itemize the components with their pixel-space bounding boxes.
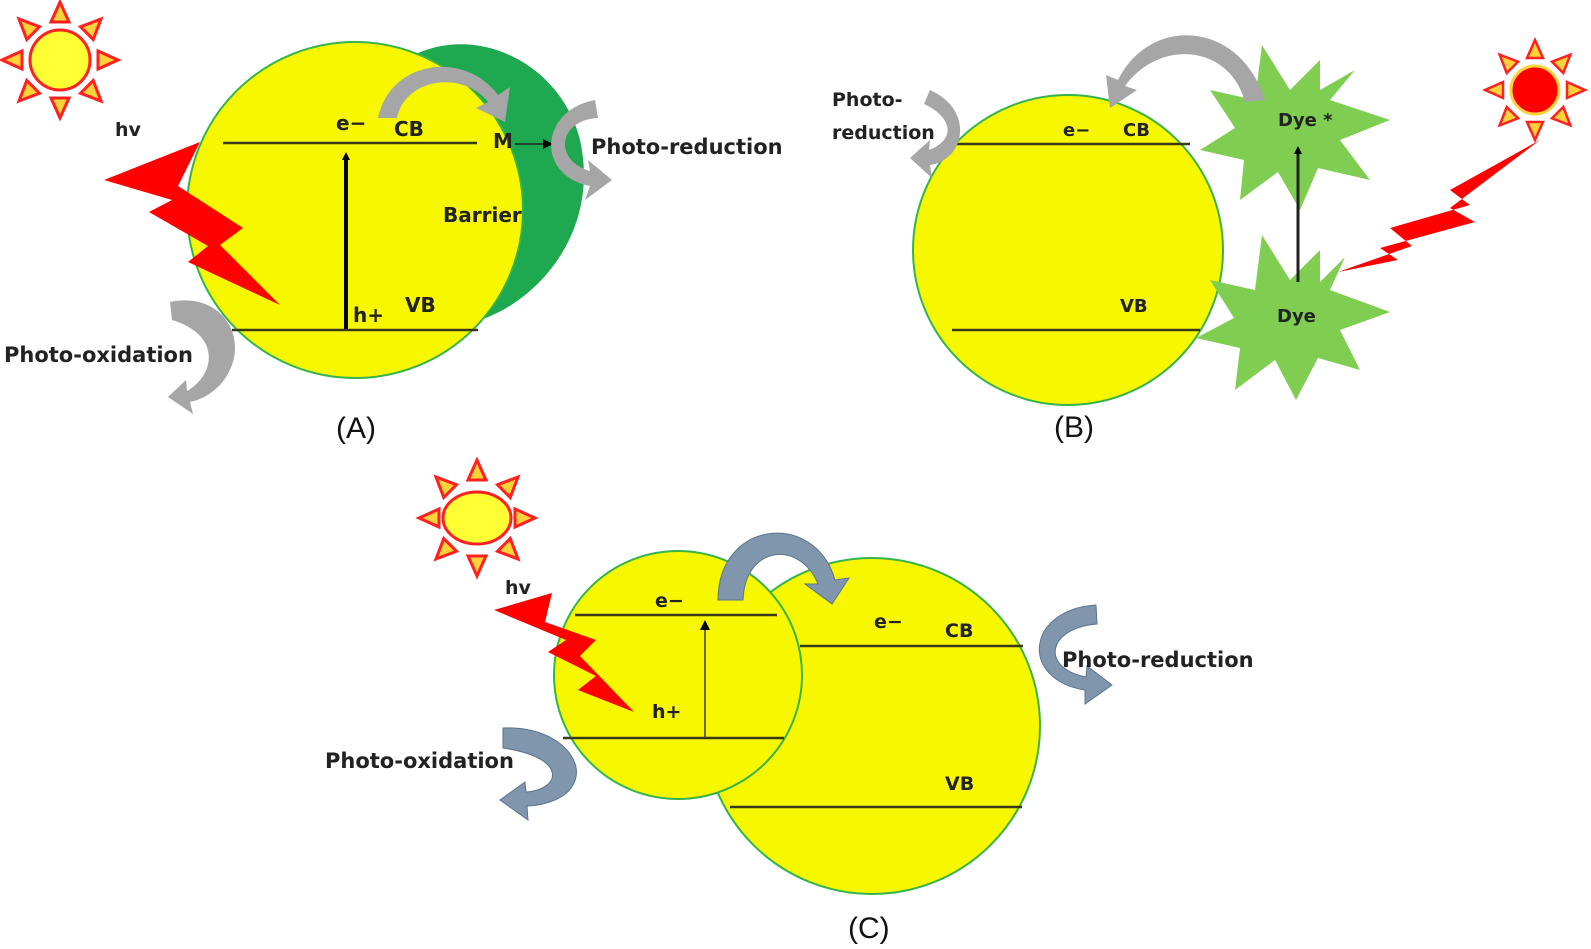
photo-reduction-label: Photo-reduction — [1062, 648, 1254, 672]
electron-transfer-arrow — [717, 532, 851, 605]
light-bolt-icon — [494, 593, 634, 712]
barrier-label: Barrier — [443, 203, 522, 227]
light-bolt-icon — [1338, 140, 1540, 272]
photo-reduction-arrow — [1038, 604, 1113, 705]
small-semiconductor-particle — [553, 550, 803, 800]
sun-icon — [0, 0, 122, 122]
light-bolt-icon — [104, 142, 280, 305]
photo-oxidation-label: Photo-oxidation — [325, 749, 514, 773]
excited-dye-label: Dye * — [1278, 110, 1333, 131]
small-electron-label: e− — [655, 590, 684, 612]
panel-b: Photo- reduction e− CB VB Dye * Dye (B) — [832, 35, 1589, 444]
electron-transfer-arrow — [378, 66, 510, 122]
panel-c-caption: (C) — [848, 912, 890, 945]
panel-a-caption: (A) — [336, 412, 376, 445]
semiconductor-particle — [912, 94, 1224, 406]
electron-label: e− — [1063, 120, 1090, 141]
panel-a: hv e− CB M Barrier h+ VB Photo-reduction… — [0, 0, 783, 445]
hv-label: hv — [505, 577, 532, 599]
photo-oxidation-arrow — [499, 727, 577, 822]
cb-label: CB — [1123, 120, 1150, 141]
sun-rays — [1481, 36, 1589, 144]
cb-label: CB — [945, 620, 973, 642]
vb-label: VB — [1120, 296, 1148, 317]
vb-label: VB — [405, 293, 436, 317]
metal-label: M — [493, 129, 513, 153]
photo-reduction-arrow — [551, 100, 612, 200]
dye-label: Dye — [1277, 306, 1316, 327]
sun-icon — [1481, 36, 1589, 144]
photo-oxidation-arrow — [168, 300, 236, 414]
sun-rays — [0, 0, 122, 122]
sun-core — [441, 490, 513, 546]
photo-reduction-arrow — [910, 90, 961, 178]
sun-core — [28, 28, 92, 92]
panel-b-caption: (B) — [1054, 411, 1094, 444]
photo-reduction-label: Photo-reduction — [591, 135, 783, 159]
vb-label: VB — [945, 773, 974, 795]
hole-label: h+ — [652, 701, 681, 723]
sun-rays — [415, 456, 539, 580]
hv-label: hv — [115, 119, 142, 141]
large-electron-label: e− — [874, 611, 903, 633]
dye-star — [1196, 235, 1390, 400]
cb-label: CB — [394, 117, 424, 141]
barrier-shape — [405, 44, 584, 321]
hole-label: h+ — [353, 303, 384, 327]
photo-reduction-label-line1: Photo- — [832, 89, 903, 111]
electron-label: e− — [336, 111, 366, 135]
electron-injection-arrow — [1106, 35, 1265, 108]
sun-icon — [415, 456, 539, 580]
sun-core — [1509, 64, 1561, 116]
panel-c: hv e− h+ e− CB VB Photo-reduction Photo-… — [325, 456, 1254, 945]
photo-oxidation-label: Photo-oxidation — [4, 343, 193, 367]
excited-dye-star — [1200, 45, 1390, 210]
photo-reduction-label-line2: reduction — [832, 122, 935, 144]
